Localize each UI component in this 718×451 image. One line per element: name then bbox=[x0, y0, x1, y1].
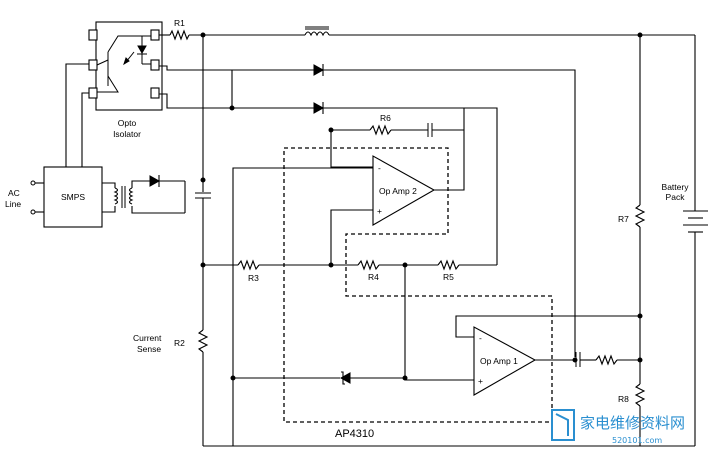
junction-dot bbox=[328, 127, 334, 133]
ac-label-2: Line bbox=[5, 199, 21, 209]
watermark-logo-mark bbox=[555, 413, 569, 436]
main-node: R2 Current Sense bbox=[133, 35, 211, 446]
opto-pin-5 bbox=[150, 59, 160, 71]
r5-label: R5 bbox=[443, 272, 454, 282]
ap4310-boundary bbox=[283, 147, 553, 423]
r6-label: R6 bbox=[380, 113, 391, 123]
ac-label-1: AC bbox=[8, 188, 20, 198]
r7-label: R7 bbox=[618, 214, 629, 224]
watermark-url: 520101.com bbox=[612, 436, 662, 445]
light-arrowhead-icon bbox=[123, 57, 130, 66]
opto-internal-wire bbox=[107, 35, 151, 53]
phototransistor-collector bbox=[96, 59, 109, 66]
resistor-r3 bbox=[237, 259, 260, 271]
opto-isolator: Opto Isolator bbox=[88, 21, 163, 139]
opto-pin-3 bbox=[88, 87, 98, 99]
opto-pin-6 bbox=[150, 87, 160, 99]
current-sense-label-2: Sense bbox=[137, 344, 161, 354]
opto-pin-2 bbox=[88, 59, 98, 71]
resistor-r2 bbox=[197, 329, 209, 353]
resistor-r5 bbox=[437, 259, 460, 271]
r3-label: R3 bbox=[248, 273, 259, 283]
current-sense-label-1: Current bbox=[133, 333, 162, 343]
resistor-r4 bbox=[357, 259, 380, 271]
junction-dot bbox=[637, 313, 643, 319]
transformer-primary-icon bbox=[113, 187, 119, 205]
watermark-text: 家电维修资料网 bbox=[580, 414, 685, 432]
op-amp-1-minus: - bbox=[479, 333, 482, 343]
op-amp-1: Op Amp 1 - + bbox=[230, 265, 640, 396]
battery-label-1: Battery bbox=[662, 182, 690, 192]
opto-label-2: Isolator bbox=[113, 129, 141, 139]
junction-dot bbox=[229, 105, 235, 111]
opto-to-smps-wires bbox=[65, 63, 89, 167]
smps-block: SMPS AC Line bbox=[5, 166, 186, 228]
junction-dot bbox=[402, 375, 408, 381]
right-branch: R7 R8 Battery Pack bbox=[618, 35, 708, 446]
op-amp-1-symbol bbox=[473, 326, 537, 396]
op-amp-2-label: Op Amp 2 bbox=[379, 186, 417, 196]
resistor-r7 bbox=[634, 204, 646, 228]
junction-dot bbox=[637, 357, 643, 363]
watermark: 家电维修资料网 520101.com bbox=[551, 409, 685, 445]
watermark-logo-icon bbox=[551, 409, 575, 441]
ap4310-label: AP4310 bbox=[335, 428, 374, 440]
r8-label: R8 bbox=[618, 394, 629, 404]
diode-icon bbox=[313, 64, 325, 76]
ac-terminal-2 bbox=[30, 209, 36, 215]
top-rail: R1 bbox=[159, 18, 696, 211]
resistor-r8 bbox=[634, 383, 646, 407]
op-amp-2: Op Amp 2 - + R6 bbox=[232, 108, 465, 446]
smps-label: SMPS bbox=[61, 192, 85, 202]
junction-dot bbox=[230, 375, 236, 381]
op-amp-2-minus: - bbox=[378, 163, 381, 173]
smps-box bbox=[43, 166, 103, 228]
output-resistor bbox=[595, 354, 618, 366]
transformer-secondary-icon bbox=[128, 187, 134, 205]
op-amp-1-plus: + bbox=[478, 376, 483, 386]
rectifier-diode-icon bbox=[149, 175, 161, 187]
resistor-r1 bbox=[169, 29, 190, 41]
r4-label: R4 bbox=[368, 272, 379, 282]
ac-terminal-1 bbox=[30, 180, 36, 186]
op-amp-1-label: Op Amp 1 bbox=[480, 356, 518, 366]
battery-label-2: Pack bbox=[666, 192, 686, 202]
opto-pin-1 bbox=[88, 29, 98, 41]
op-amp-2-plus: + bbox=[377, 206, 382, 216]
op-amp-2-symbol bbox=[372, 155, 436, 226]
phototransistor-emitter bbox=[97, 75, 119, 93]
r1-label: R1 bbox=[174, 18, 185, 28]
zener-diode-icon bbox=[339, 372, 351, 384]
opto-label-1: Opto bbox=[118, 118, 137, 128]
resistor-rail: R3 R4 R5 bbox=[203, 259, 497, 283]
r2-label: R2 bbox=[174, 338, 185, 348]
inductor-icon bbox=[304, 31, 330, 37]
junction-dot bbox=[200, 177, 206, 183]
opto-pin-4 bbox=[150, 29, 160, 41]
resistor-r6 bbox=[369, 124, 392, 136]
diode-feedback-rails bbox=[159, 64, 576, 357]
diode-icon bbox=[313, 102, 325, 114]
